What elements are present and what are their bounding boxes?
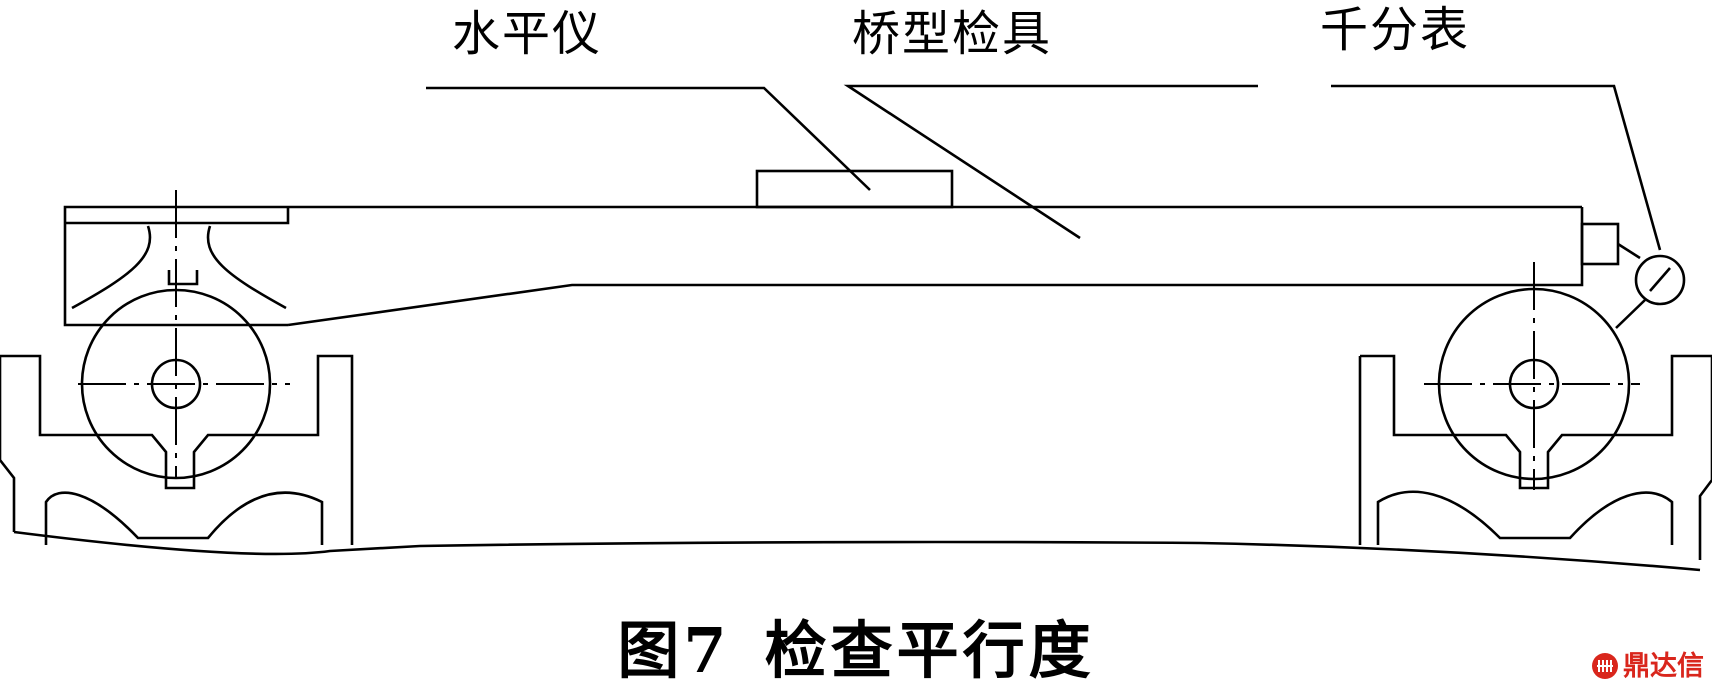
bridge-gauge-label: 桥型检具: [852, 6, 1053, 62]
center-lines: [78, 190, 1640, 490]
watermark-logo-icon: [1592, 653, 1618, 679]
figure-title: 检查平行度: [764, 614, 1095, 687]
watermark-text: 鼎达信: [1623, 650, 1704, 682]
dial-indicator-leader-line: [1331, 84, 1662, 251]
dial-indicator: [1580, 222, 1686, 329]
right-v-block: [1358, 354, 1712, 560]
level-label: 水平仪: [452, 6, 603, 62]
dial-indicator-label: 千分表: [1320, 2, 1471, 58]
bridge-gauge-leader-line: [843, 84, 1258, 240]
bridge-gauge: [63, 205, 1584, 327]
watermark: 鼎达信: [1591, 652, 1704, 680]
leader-lines: [426, 84, 1662, 251]
bottom-outline: [13, 530, 1701, 572]
level-leader-line: [426, 86, 871, 191]
left-v-block: [0, 354, 354, 545]
figure-number: 图7: [617, 614, 731, 687]
